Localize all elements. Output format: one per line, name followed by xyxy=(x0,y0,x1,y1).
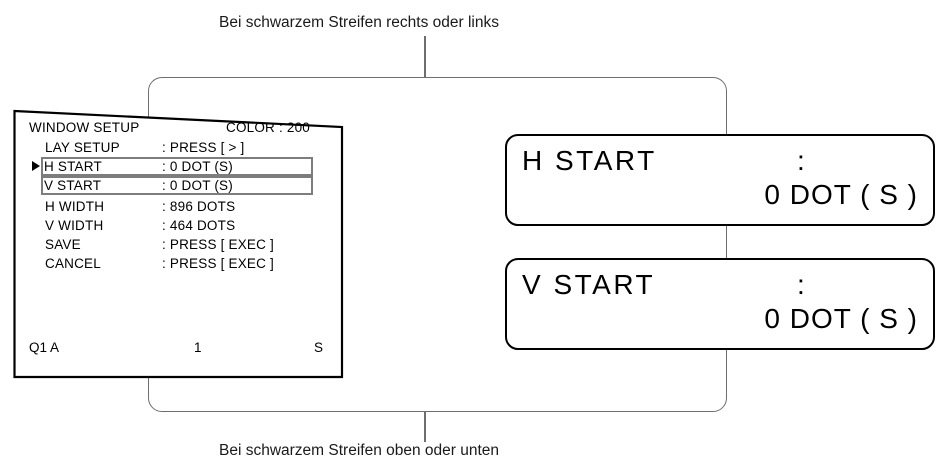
cursor-arrow-icon xyxy=(32,161,40,171)
osd-title-row: WINDOW SETUP COLOR : 200 xyxy=(12,119,344,136)
osd-row-cancel[interactable]: CANCEL : PRESS [ EXEC ] xyxy=(12,255,344,272)
osd-content: WINDOW SETUP COLOR : 200 LAY SETUP : PRE… xyxy=(12,105,344,381)
osd-row-value: : 0 DOT (S) xyxy=(162,159,233,174)
osd-row-v-width[interactable]: V WIDTH : 464 DOTS xyxy=(12,217,344,234)
osd-row-h-start[interactable]: H START : 0 DOT (S) xyxy=(12,158,344,175)
osd-footer-right: S xyxy=(314,340,324,355)
osd-row-value: : PRESS [ EXEC ] xyxy=(162,237,274,252)
osd-row-v-start[interactable]: V START : 0 DOT (S) xyxy=(12,177,344,194)
osd-row-label: V WIDTH xyxy=(45,218,104,233)
osd-row-label: CANCEL xyxy=(45,256,101,271)
osd-title-left: WINDOW SETUP xyxy=(29,120,140,135)
osd-footer-center: 1 xyxy=(194,340,202,355)
osd-row-value: : 896 DOTS xyxy=(162,199,236,214)
selection-box-h-start xyxy=(41,157,313,176)
callout-v-start-value: 0 DOT ( S ) xyxy=(764,303,918,334)
osd-row-label: H START xyxy=(44,159,102,174)
osd-row-label: SAVE xyxy=(45,237,81,252)
osd-row-label: H WIDTH xyxy=(45,199,105,214)
osd-row-value: : 464 DOTS xyxy=(162,218,236,233)
osd-row-value: : PRESS [ > ] xyxy=(162,140,245,155)
callout-v-start-colon: : xyxy=(797,269,808,300)
callout-h-start-name: H START xyxy=(522,145,657,176)
osd-row-lay-setup[interactable]: LAY SETUP : PRESS [ > ] xyxy=(12,139,344,156)
callout-h-start-value: 0 DOT ( S ) xyxy=(764,179,918,210)
osd-footer-left: Q1 A xyxy=(29,340,60,355)
callout-h-start: H START : 0 DOT ( S ) xyxy=(505,134,935,226)
caption-bottom: Bei schwarzem Streifen oben oder unten xyxy=(219,442,500,459)
connector-stem-bottom xyxy=(424,411,426,442)
callout-h-start-colon: : xyxy=(797,145,808,176)
osd-row-value: : 0 DOT (S) xyxy=(162,178,233,193)
callout-v-start: V START : 0 DOT ( S ) xyxy=(505,258,935,350)
connector-stem-top xyxy=(424,36,426,78)
osd-row-label: V START xyxy=(44,178,102,193)
osd-screen-panel: WINDOW SETUP COLOR : 200 LAY SETUP : PRE… xyxy=(12,105,344,381)
selection-box-v-start xyxy=(41,176,313,195)
caption-top: Bei schwarzem Streifen rechts oder links xyxy=(219,14,499,31)
osd-row-label: LAY SETUP xyxy=(45,140,120,155)
osd-row-save[interactable]: SAVE : PRESS [ EXEC ] xyxy=(12,236,344,253)
callout-v-start-name: V START xyxy=(522,269,656,300)
osd-row-h-width[interactable]: H WIDTH : 896 DOTS xyxy=(12,198,344,215)
osd-title-right: COLOR : 200 xyxy=(226,120,310,135)
osd-row-value: : PRESS [ EXEC ] xyxy=(162,256,274,271)
